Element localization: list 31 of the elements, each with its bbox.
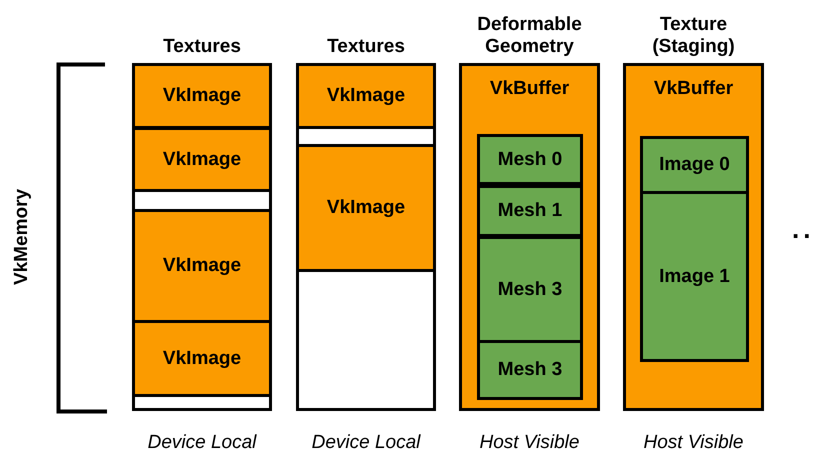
column-heading: Texture (Staging) xyxy=(651,14,736,58)
block-label: VkImage xyxy=(326,85,406,107)
block-label: VkImage xyxy=(162,255,242,277)
column-heading: Textures xyxy=(326,36,406,58)
allocation-block xyxy=(132,209,272,323)
memory-type-label: Device Local xyxy=(310,432,422,454)
block-label: Mesh 0 xyxy=(496,148,564,170)
allocation-block xyxy=(296,63,436,129)
buffer-label: VkBuffer xyxy=(652,78,734,100)
block-label: VkImage xyxy=(326,197,406,219)
block-label: VkImage xyxy=(162,348,242,370)
block-label: VkImage xyxy=(162,148,242,170)
block-label: Mesh 3 xyxy=(496,359,564,381)
memory-type-label: Host Visible xyxy=(642,432,744,454)
memory-label: VkMemory xyxy=(11,188,33,286)
allocation-block xyxy=(132,127,272,192)
memory-type-label: Device Local xyxy=(146,432,258,454)
column-heading: Textures xyxy=(162,36,242,58)
allocation-block xyxy=(132,320,272,397)
column-heading: Deformable Geometry xyxy=(476,14,583,58)
allocation-block xyxy=(477,185,583,237)
allocation-block xyxy=(132,63,272,129)
block-label: VkImage xyxy=(162,85,242,107)
block-label: Mesh 1 xyxy=(496,200,564,222)
memory-type-label: Host Visible xyxy=(478,432,580,454)
block-label: Image 0 xyxy=(658,154,731,176)
block-label: Mesh 3 xyxy=(496,278,564,300)
block-label: Image 1 xyxy=(658,266,731,288)
ellipsis: .. xyxy=(792,214,814,245)
buffer-label: VkBuffer xyxy=(488,78,570,100)
allocation-block xyxy=(296,144,436,272)
